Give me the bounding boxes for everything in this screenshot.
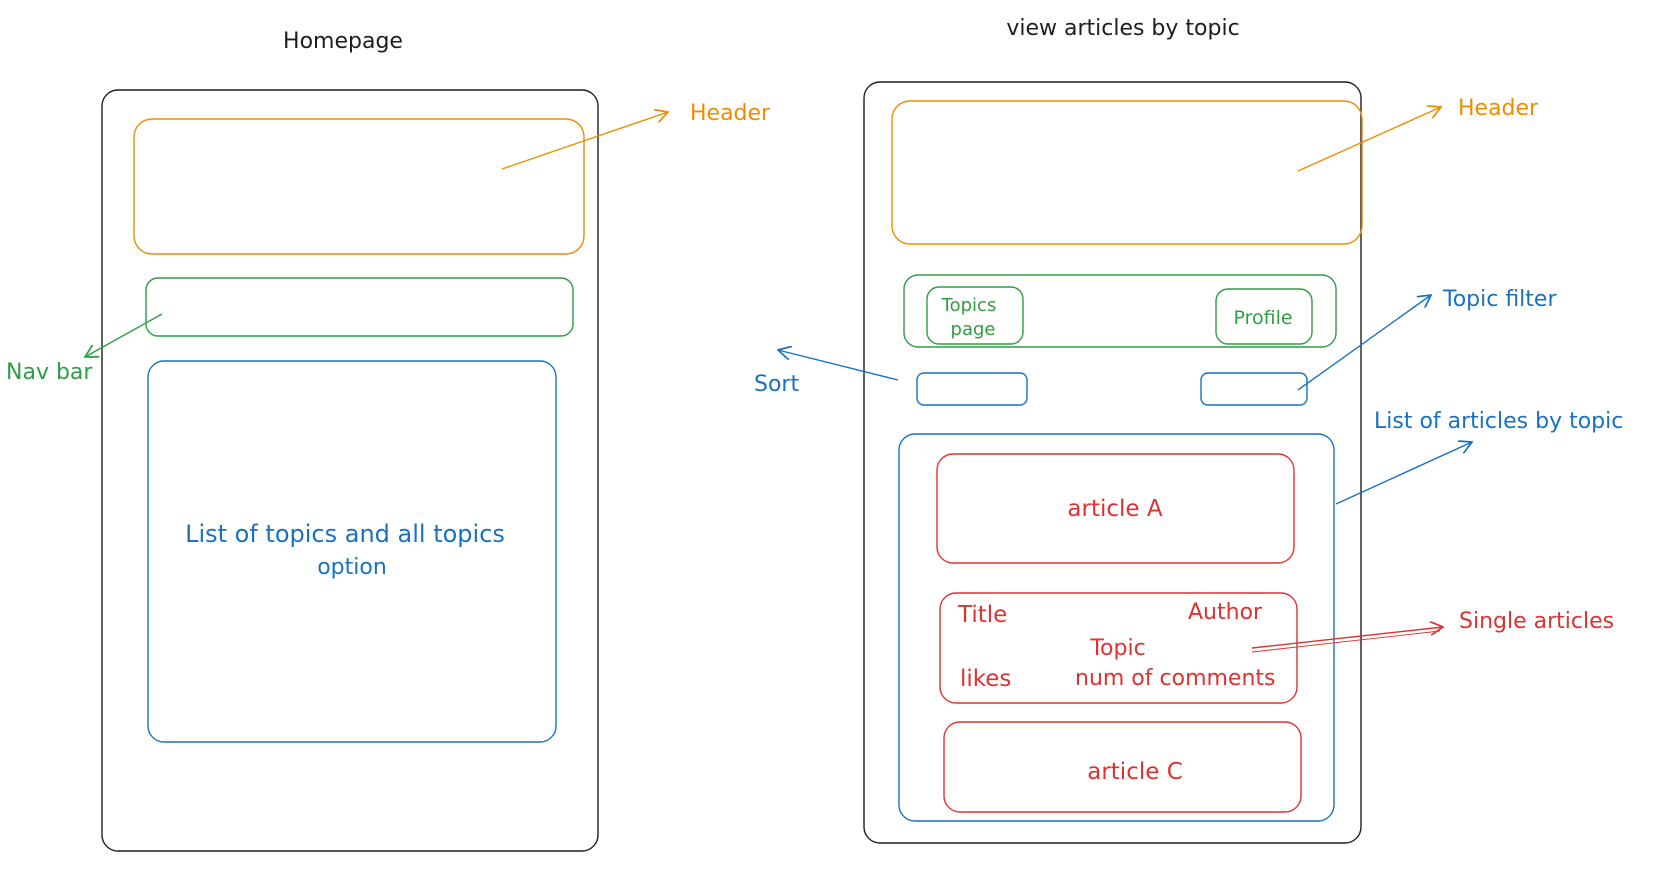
article-c-card[interactable] (943, 721, 1302, 813)
sort-arrow (778, 350, 899, 381)
homepage-header-annotation: Header (690, 101, 771, 126)
single-articles-arrow (1251, 627, 1443, 649)
homepage-frame (101, 89, 599, 852)
nav-bar-arrow (85, 313, 163, 357)
article-c-label: article C (1087, 759, 1183, 785)
homepage-header-arrow (501, 112, 668, 170)
homepage-nav-bar-box (145, 277, 574, 337)
homepage-header-box (133, 118, 585, 255)
profile-nav-button[interactable] (1215, 288, 1313, 345)
articles-view-header-box (891, 100, 1363, 245)
article-a-label: article A (1067, 496, 1162, 522)
single-articles-arrow-echo (1251, 630, 1441, 653)
articles-view-nav-bar-box (903, 274, 1337, 348)
topic-filter-control-box[interactable] (1200, 372, 1308, 406)
sort-control-box[interactable] (916, 372, 1028, 406)
profile-nav-label: Profile (1233, 307, 1292, 329)
article-likes-field: likes (960, 666, 1011, 692)
topics-page-nav-button[interactable] (926, 286, 1024, 345)
articles-view-frame (863, 81, 1362, 844)
sort-annotation: Sort (754, 372, 799, 397)
homepage-topics-list-label-line2: option (317, 555, 387, 580)
article-title-field: Title (957, 602, 1007, 628)
nav-bar-annotation: Nav bar (6, 360, 93, 385)
articles-view-header-annotation: Header (1458, 96, 1539, 121)
articles-list-arrow (1335, 442, 1472, 505)
article-a-card[interactable] (936, 453, 1295, 564)
homepage-title: Homepage (283, 29, 403, 54)
articles-view-header-arrow (1297, 107, 1441, 172)
topic-filter-arrow (1297, 295, 1431, 391)
article-b-card[interactable] (939, 592, 1298, 704)
homepage-wireframe: Homepage List of topics and all topics o… (6, 29, 771, 852)
single-articles-annotation: Single articles (1459, 609, 1614, 634)
topics-page-nav-label-line2: page (951, 319, 996, 340)
homepage-topics-list-box (147, 360, 557, 743)
article-comments-field: num of comments (1075, 666, 1276, 691)
articles-view-title: view articles by topic (1006, 16, 1239, 41)
articles-view-wireframe: view articles by topic Topics page Profi… (754, 16, 1623, 844)
article-author-field: Author (1188, 600, 1263, 625)
topics-page-nav-label-line1: Topics (941, 295, 997, 316)
homepage-topics-list-label-line1: List of topics and all topics (185, 520, 505, 548)
articles-list-annotation: List of articles by topic (1374, 409, 1623, 434)
articles-list-box (898, 433, 1335, 822)
article-topic-field: Topic (1089, 636, 1145, 661)
topic-filter-annotation: Topic filter (1442, 287, 1557, 312)
